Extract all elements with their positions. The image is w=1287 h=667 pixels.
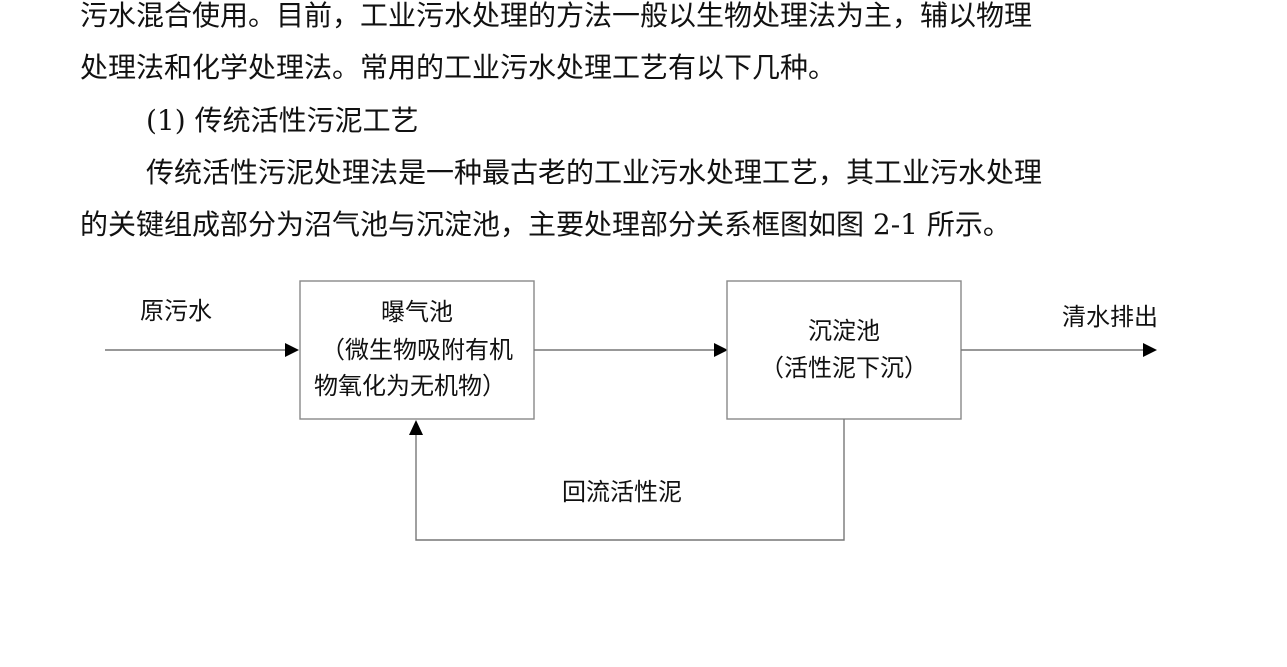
input-arrowhead <box>285 343 299 357</box>
output-label: 清水排出 <box>1062 303 1158 331</box>
paragraph-line-1: 污水混合使用。目前，工业污水处理的方法一般以生物处理法为主，辅以物理 <box>80 0 1033 32</box>
return-sludge-label: 回流活性泥 <box>562 478 682 506</box>
return-loop-line <box>415 419 845 541</box>
paragraph-line-2: 处理法和化学处理法。常用的工业污水处理工艺有以下几种。 <box>80 51 837 84</box>
paragraph-line-4: 传统活性污泥处理法是一种最古老的工业污水处理工艺，其工业污水处理 <box>146 156 1043 189</box>
sedimentation-tank-title: 沉淀池 <box>808 317 880 345</box>
section-heading: (1) 传统活性污泥工艺 <box>146 104 419 137</box>
output-arrowhead <box>1143 343 1157 357</box>
aeration-tank-box <box>299 280 535 420</box>
sedimentation-tank-desc: （活性泥下沉） <box>760 354 928 382</box>
aeration-tank-title: 曝气池 <box>381 298 453 326</box>
middle-arrowhead <box>714 343 728 357</box>
aeration-tank-desc-1: （微生物吸附有机 <box>321 336 513 364</box>
paragraph-line-5: 的关键组成部分为沼气池与沉淀池，主要处理部分关系框图如图 2-1 所示。 <box>80 208 1011 241</box>
return-arrowhead <box>409 420 423 435</box>
input-label: 原污水 <box>140 297 212 325</box>
sedimentation-tank-box <box>726 280 962 420</box>
aeration-tank-desc-2: 物氧化为无机物） <box>314 372 506 400</box>
